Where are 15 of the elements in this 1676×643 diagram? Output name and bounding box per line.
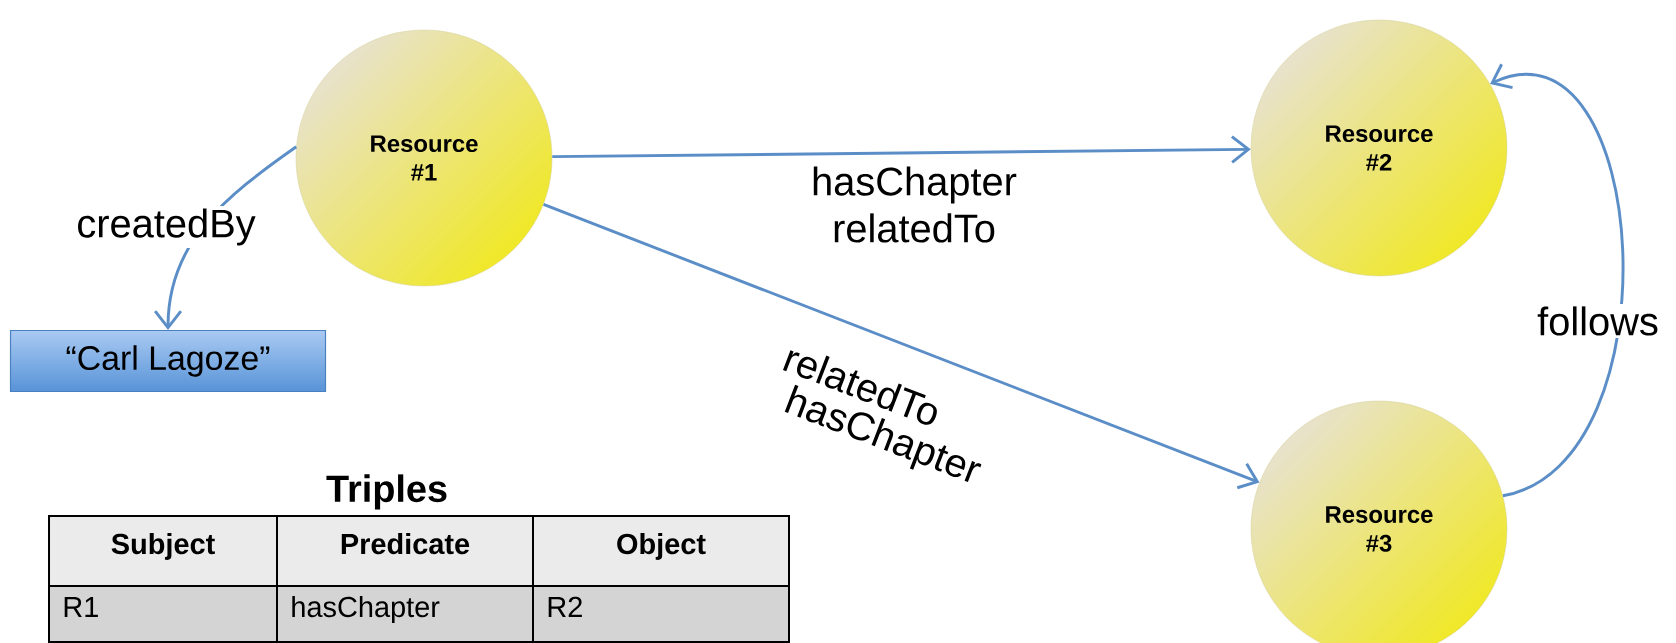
- table-header-cell: Object: [532, 515, 790, 587]
- arrow: [552, 135, 1251, 164]
- edge-label: createdBy: [74, 206, 259, 248]
- edge-label: hasChapter: [808, 164, 1020, 206]
- edge-label: follows: [1534, 304, 1662, 338]
- table-cell: hasChapter: [276, 585, 534, 643]
- link-label: relatedTo: [829, 211, 999, 245]
- table-header-cell: Predicate: [276, 515, 534, 587]
- table-cell: R2: [532, 585, 790, 643]
- literal-box: “Carl Lagoze”: [9, 329, 327, 393]
- arrow: [1490, 63, 1625, 498]
- table-cell: R1: [48, 585, 278, 643]
- table-title: Triples: [326, 474, 447, 510]
- arrow: [543, 203, 1260, 490]
- table-header-cell: Subject: [48, 515, 278, 587]
